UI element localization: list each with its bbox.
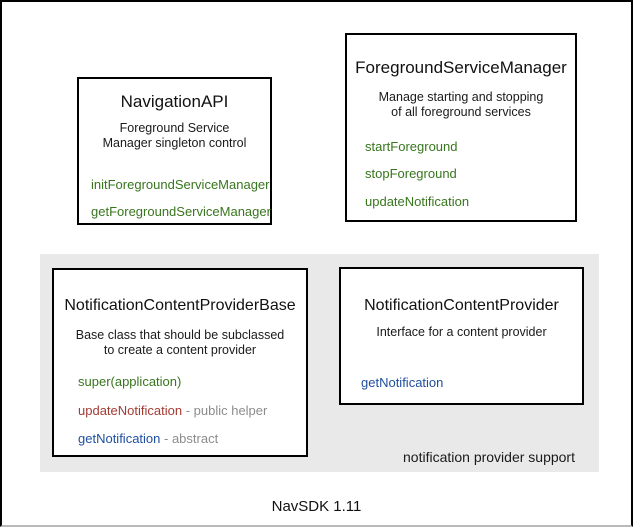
notification-content-provider-base-title: NotificationContentProviderBase [64, 297, 296, 314]
description-line: Manager singleton control [102, 136, 247, 150]
description-line: Base class that should be subclassed [75, 328, 285, 342]
foreground-service-manager-description: Manage starting and stopping of all fore… [347, 90, 575, 120]
method-update-notification: updateNotification [365, 194, 470, 209]
class-box-notification-content-provider-base: NotificationContentProviderBase Base cla… [52, 268, 308, 457]
method-start-foreground: startForeground [365, 139, 458, 154]
notification-content-provider-base-description: Base class that should be subclassed to … [54, 328, 306, 358]
notification-content-provider-description: Interface for a content provider [341, 325, 582, 340]
class-box-foreground-service-manager: ForegroundServiceManager Manage starting… [345, 33, 577, 222]
method-row-update-notification: updateNotification - public helper [78, 403, 267, 418]
method-row-super-application: super(application) [78, 374, 181, 389]
method-stop-foreground: stopForeground [365, 166, 457, 181]
description-line: to create a content provider [103, 343, 257, 357]
description-line: Manage starting and stopping [378, 90, 544, 104]
method-super-application: super(application) [78, 374, 182, 389]
method-update-notification: updateNotification [78, 403, 183, 418]
method-get-notification: getNotification [361, 375, 444, 390]
method-suffix: - public helper [182, 403, 268, 418]
notification-content-provider-title: NotificationContentProvider [364, 297, 559, 314]
description-line: Foreground Service [119, 121, 230, 135]
class-box-notification-content-provider: NotificationContentProvider Interface fo… [339, 267, 584, 405]
foreground-service-manager-title: ForegroundServiceManager [355, 58, 567, 77]
group-label: notification provider support [403, 449, 575, 465]
class-box-navigation-api: NavigationAPI Foreground Service Manager… [77, 77, 272, 225]
method-get-notification: getNotification [78, 431, 161, 446]
diagram-caption: NavSDK 1.11 [271, 498, 362, 515]
method-get-foreground-service-manager: getForegroundServiceManager [91, 204, 271, 219]
navigation-api-title: NavigationAPI [120, 92, 229, 111]
description-line: Interface for a content provider [376, 325, 547, 339]
navigation-api-description: Foreground Service Manager singleton con… [79, 121, 270, 151]
method-suffix: - abstract [160, 431, 219, 446]
method-init-foreground-service-manager: initForegroundServiceManager [91, 177, 270, 192]
method-row-get-notification: getNotification - abstract [78, 431, 218, 446]
description-line: of all foreground services [391, 105, 531, 119]
